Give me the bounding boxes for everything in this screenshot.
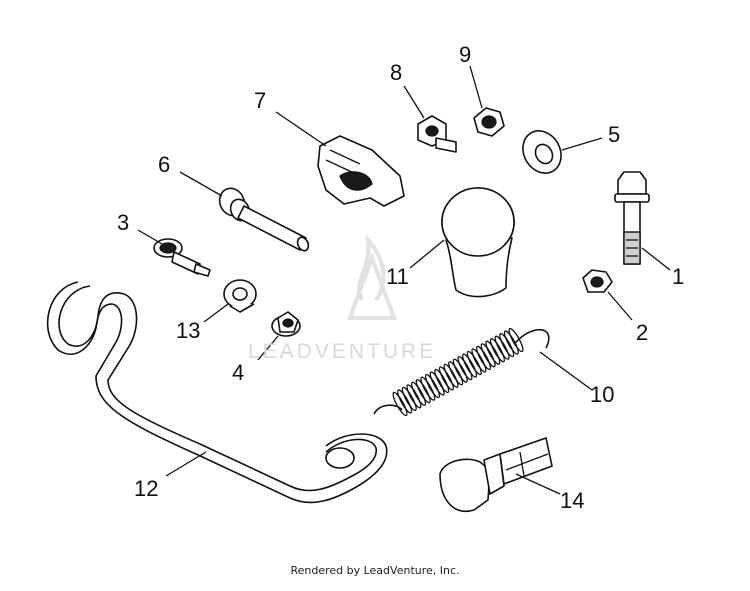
spring-coil [475, 345, 492, 371]
part-6-pin[interactable] [215, 184, 310, 252]
spring-coil [508, 327, 524, 353]
spring-coil [448, 361, 464, 386]
callout-13: 13 [176, 318, 201, 343]
spring-coil [443, 363, 459, 388]
callout-7: 7 [254, 88, 267, 113]
part-5-washer[interactable] [515, 124, 568, 180]
part-10-spring[interactable] [373, 327, 550, 417]
spring-coil [457, 356, 473, 381]
spring-coil [406, 384, 422, 409]
callout-10: 10 [590, 382, 615, 407]
part-11-knob[interactable] [441, 187, 515, 298]
part-12-rod[interactable] [46, 281, 388, 504]
spring-coil [438, 366, 454, 391]
leader-1 [641, 247, 671, 271]
spring-coil [489, 338, 505, 363]
callout-5: 5 [608, 122, 621, 147]
part-9-lock-nut[interactable] [473, 107, 505, 137]
spring-coil [480, 343, 496, 368]
callout-14: 14 [560, 488, 585, 513]
spring-coil [392, 391, 408, 417]
callout-8: 8 [390, 60, 403, 85]
spring-coil [429, 371, 445, 396]
callout-11: 11 [386, 264, 409, 289]
spring-coil [434, 368, 450, 394]
spring-coil [452, 358, 468, 383]
callout-1: 1 [672, 264, 685, 289]
leader-2 [607, 291, 633, 321]
spring-coil [494, 335, 510, 360]
leader-7 [275, 111, 327, 147]
leader-6 [179, 171, 223, 197]
spring-coil [499, 332, 515, 358]
part-3-shoulder-bolt[interactable] [153, 238, 211, 277]
leader-8 [403, 85, 425, 119]
spring-coil [401, 386, 417, 412]
spring-coil [411, 381, 427, 406]
callout-12: 12 [134, 476, 159, 501]
part-8-small-bolt[interactable] [417, 115, 457, 153]
part-13-bushing[interactable] [223, 279, 257, 313]
part-1-bolt[interactable] [614, 171, 650, 265]
leader-3 [137, 229, 163, 245]
callout-3: 3 [117, 210, 130, 235]
leader-14 [515, 473, 561, 495]
part-7-bracket[interactable] [317, 135, 405, 207]
leader-13 [203, 303, 229, 323]
watermark-logo [347, 233, 397, 320]
credit-line: Rendered by LeadVenture, Inc. [290, 564, 460, 577]
part-14-clevis-pin[interactable] [439, 437, 553, 513]
watermark-text: LEADVENTURE [248, 340, 437, 363]
leader-11 [409, 239, 445, 269]
callout-2: 2 [636, 320, 649, 345]
spring-coil [415, 379, 431, 404]
callout-4: 4 [232, 360, 245, 385]
part-4-flange-nut[interactable] [271, 311, 301, 337]
spring-coil [471, 348, 487, 373]
callout-6: 6 [158, 152, 171, 177]
spring-coil [462, 353, 478, 378]
leader-5 [561, 137, 603, 151]
leader-9 [469, 65, 483, 109]
spring-coil [503, 330, 519, 355]
spring-coil [424, 373, 441, 399]
spring-coil [485, 340, 501, 365]
spring-coil [420, 376, 436, 401]
leader-10 [539, 351, 593, 391]
spring-coil [397, 389, 413, 414]
spring-coil [466, 350, 482, 376]
callout-9: 9 [459, 42, 472, 67]
leader-4 [257, 335, 279, 361]
leader-12 [165, 451, 207, 477]
part-2-nut[interactable] [582, 269, 613, 293]
